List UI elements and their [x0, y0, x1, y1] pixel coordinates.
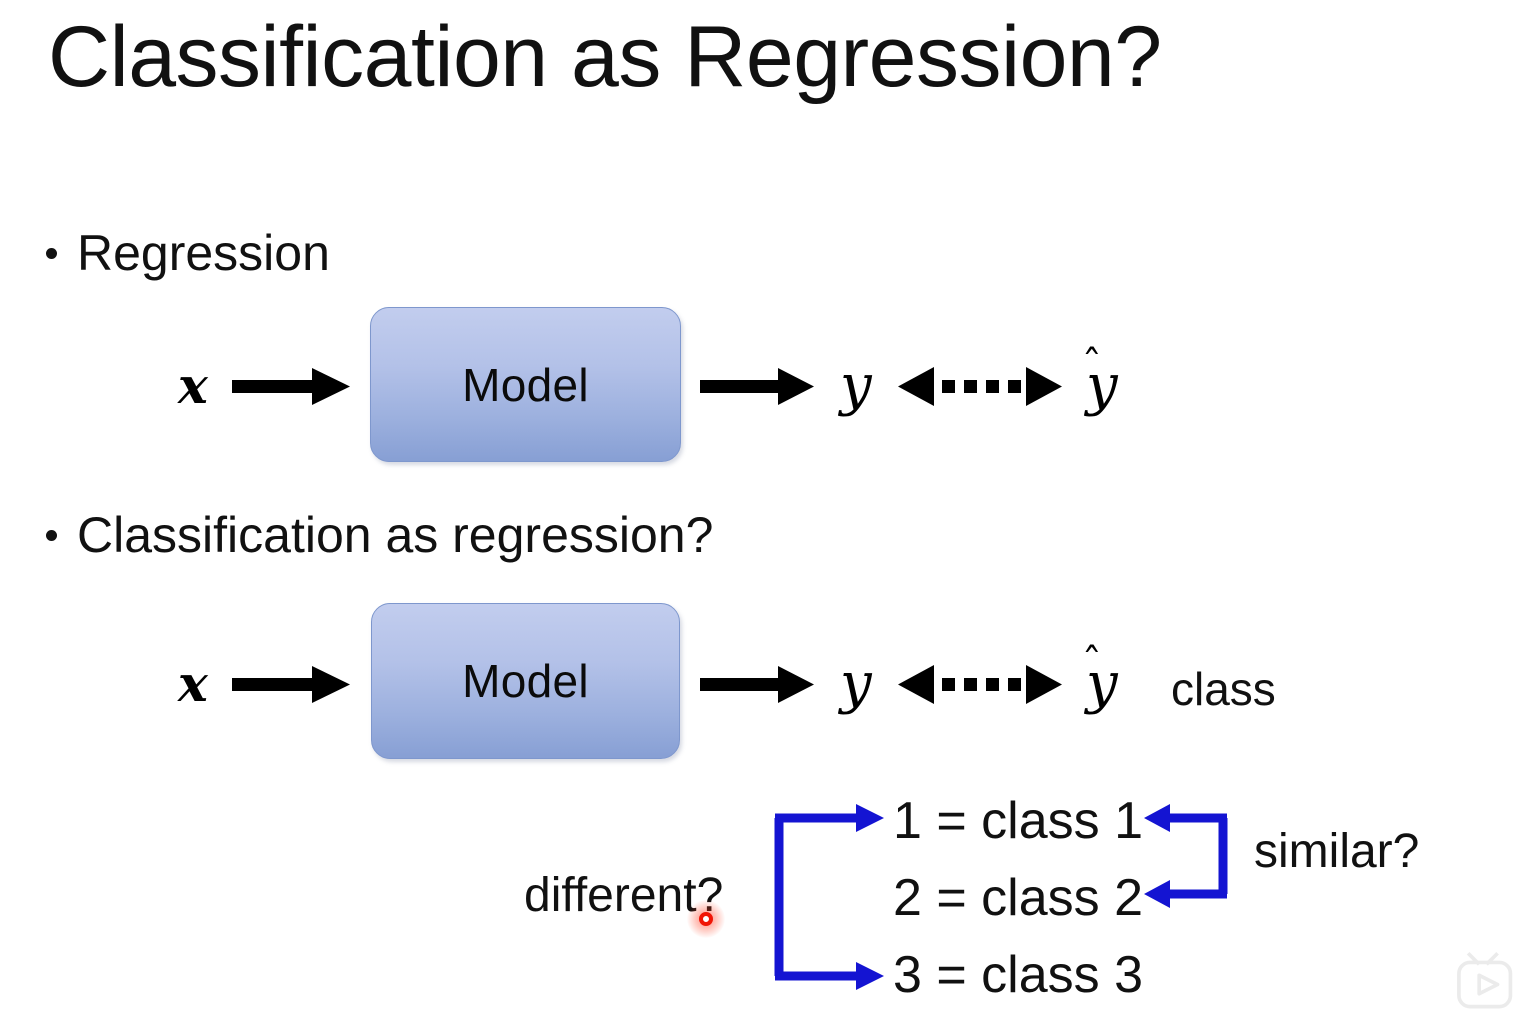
bullet-regression: Regression — [46, 228, 330, 278]
target-symbol-yhat-1: ̂ y — [1086, 358, 1118, 414]
arrow-x-to-model-2 — [232, 666, 350, 703]
arrow-model-to-y-2 — [700, 666, 814, 703]
model-box-1: Model — [370, 307, 681, 462]
target-symbol-base-2: y — [1086, 651, 1118, 716]
dotted-double-arrow-1 — [898, 367, 1062, 406]
input-symbol-x-2: x — [178, 654, 208, 713]
output-symbol-y-2: y — [840, 651, 872, 716]
class-annotation-label: class — [1171, 663, 1276, 715]
bracket-different-icon — [774, 804, 884, 990]
arrow-x-to-model-1 — [232, 368, 350, 405]
class-mapping-item-2: 2 = class 2 — [893, 869, 1144, 927]
similar-question-label: similar? — [1254, 825, 1420, 878]
bullet-classification-label: Classification as regression? — [77, 507, 714, 563]
page-title: Classification as Regression? — [48, 9, 1162, 105]
arrow-model-to-y-1 — [700, 368, 814, 405]
input-symbol-x-1: x — [178, 356, 208, 415]
bullet-classification: Classification as regression? — [46, 510, 713, 560]
class-mapping-item-3: 3 = class 3 — [893, 946, 1144, 1004]
target-symbol-base-1: y — [1086, 353, 1118, 418]
model-box-2: Model — [371, 603, 680, 759]
bullet-dot-icon — [46, 247, 57, 259]
bullet-regression-label: Regression — [77, 225, 330, 281]
different-question-label: different? — [524, 869, 724, 922]
output-symbol-y-1: y — [840, 353, 872, 418]
model-box-label-2: Model — [462, 655, 589, 707]
bracket-similar-icon — [1144, 804, 1228, 908]
class-mapping-item-1: 1 = class 1 — [893, 792, 1144, 850]
dotted-double-arrow-2 — [898, 665, 1062, 704]
tv-play-watermark-icon — [1457, 951, 1513, 1009]
bullet-dot-icon — [46, 529, 57, 541]
target-symbol-yhat-2: ̂ y — [1086, 656, 1118, 712]
model-box-label-1: Model — [462, 358, 589, 411]
